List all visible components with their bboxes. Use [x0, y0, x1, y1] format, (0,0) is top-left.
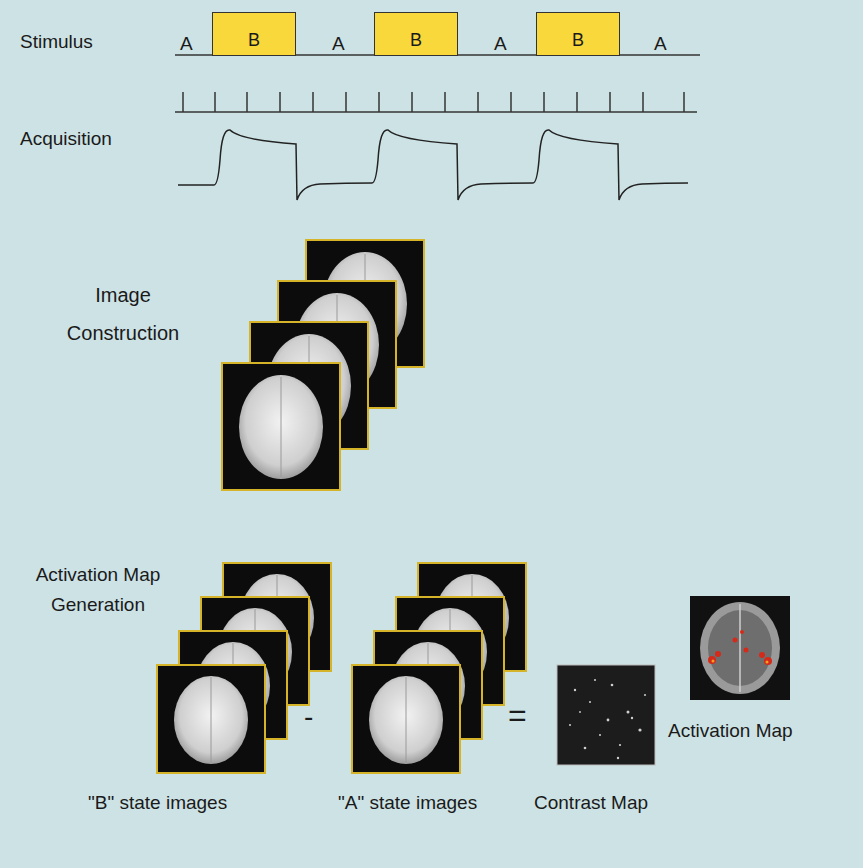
state-letter: A	[654, 33, 667, 56]
stimulus-block: B	[374, 12, 458, 56]
stage-label: Image Construction	[48, 276, 198, 352]
image-caption: "A" state images	[338, 792, 477, 815]
image-caption: Contrast Map	[534, 792, 648, 815]
block-label: B	[248, 30, 260, 55]
image-caption: Activation Map	[668, 720, 793, 743]
stage-label: Activation Map Generation	[8, 560, 188, 620]
stimulus-block: B	[536, 12, 620, 56]
block-label: B	[410, 30, 422, 55]
image-caption: "B" state images	[88, 792, 227, 815]
operator-sign: -	[304, 700, 313, 734]
row-label: Acquisition	[20, 128, 112, 151]
state-letter: A	[494, 33, 507, 56]
state-letter: A	[180, 33, 193, 56]
row-label: Stimulus	[20, 31, 93, 54]
operator-sign: =	[508, 696, 527, 734]
state-letter: A	[332, 33, 345, 56]
stimulus-block: B	[212, 12, 296, 56]
block-label: B	[572, 30, 584, 55]
